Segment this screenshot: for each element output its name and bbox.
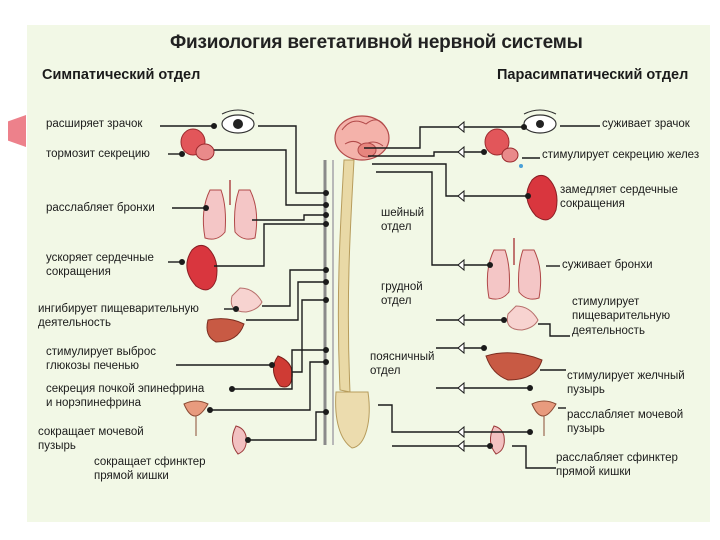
label-line: сокращения <box>560 198 625 211</box>
label-line: стимулирует желчный <box>567 370 685 382</box>
right-heart-icon <box>526 174 558 221</box>
left-bladder-icon <box>183 400 209 436</box>
sympathetic-label: ускоряет сердечные сокращения <box>46 251 154 280</box>
right-bladder-icon <box>531 400 557 436</box>
label-line: стимулирует <box>572 296 640 308</box>
label-line: отдел <box>370 365 401 378</box>
label-line: замедляет сердечные <box>560 184 678 196</box>
spinal-region-label: шейный отдел <box>381 206 424 235</box>
left-liver-icon <box>206 318 245 343</box>
parasympathetic-label: замедляет сердечные сокращения <box>560 183 678 212</box>
page-title: Физиология вегетативной нервной системы <box>170 32 583 53</box>
sympathetic-header: Симпатический отдел <box>42 67 201 83</box>
label-line: стимулирует выброс <box>46 346 156 358</box>
label-line: расслабляет сфинктер <box>556 452 678 464</box>
right-liver-icon <box>485 352 543 381</box>
sympathetic-label: расширяет зрачок <box>46 118 143 130</box>
sympathetic-label: стимулирует выброс глюкозы печенью <box>46 345 156 374</box>
label-line: ингибирует пищеварительную <box>38 303 199 315</box>
ganglion-dots <box>179 123 533 449</box>
left-rectum-icon <box>232 425 247 455</box>
left-salivary-gland-icon <box>180 128 215 161</box>
label-line: и норэпинефрина <box>46 397 142 410</box>
slide-accent <box>8 115 26 147</box>
label-line: отдел <box>381 295 412 308</box>
label-line: отдел <box>381 221 412 234</box>
sympathetic-label: секреция почкой эпинефрина и норэпинефри… <box>46 382 204 411</box>
sympathetic-label: сокращает мочевой пузырь <box>38 425 144 454</box>
label-line: пузырь <box>567 384 605 397</box>
parasympathetic-label: расслабляет мочевой пузырь <box>567 408 683 437</box>
parasympathetic-label: стимулирует желчный пузырь <box>567 369 685 398</box>
label-line: сокращает сфинктер <box>94 456 206 468</box>
parasympathetic-label: суживает зрачок <box>602 118 690 130</box>
label-line: расслабляет мочевой <box>567 409 684 421</box>
label-line: пузырь <box>567 423 605 436</box>
label-line: прямой кишки <box>556 466 631 479</box>
right-rectum-icon <box>490 425 505 455</box>
spinal-region-label: поясничный отдел <box>370 350 434 379</box>
spinal-region-label: грудной отдел <box>381 280 423 309</box>
parasympathetic-label: стимулирует пищеварительную деятельность <box>572 295 670 338</box>
diagram-panel <box>27 25 710 522</box>
label-line: сокращает мочевой <box>38 426 144 438</box>
sympathetic-label: сокращает сфинктер прямой кишки <box>94 455 206 484</box>
label-line: шейный <box>381 207 425 219</box>
sympathetic-label: тормозит секрецию <box>46 148 150 160</box>
parasympathetic-label: расслабляет сфинктер прямой кишки <box>556 451 678 480</box>
label-line: пищеварительную <box>572 310 671 323</box>
brain-illustration <box>334 115 390 161</box>
parasympathetic-header: Парасимпатический отдел <box>497 67 689 83</box>
sympathetic-nerves <box>160 125 326 441</box>
label-line: деятельность <box>572 324 645 337</box>
label-line: ускоряет сердечные <box>46 252 154 264</box>
parasympathetic-label: суживает бронхи <box>562 259 653 271</box>
label-line: глюкозы печенью <box>46 360 140 373</box>
sympathetic-label: расслабляет бронхи <box>46 202 155 214</box>
right-lungs-icon <box>486 238 542 300</box>
label-line: деятельность <box>38 317 111 330</box>
label-line: прямой кишки <box>94 470 169 483</box>
label-line: поясничный <box>370 351 435 363</box>
right-salivary-gland-icon <box>484 128 523 168</box>
label-line: секреция почкой эпинефрина <box>46 383 205 395</box>
sympathetic-label: ингибирует пищеварительную деятельность <box>38 302 199 331</box>
left-heart-icon <box>186 244 218 291</box>
right-stomach-icon <box>506 305 539 331</box>
label-line: сокращения <box>46 266 111 279</box>
label-line: грудной <box>381 281 423 293</box>
left-lungs-icon <box>202 180 258 240</box>
parasympathetic-label: стимулирует секрецию желез <box>542 149 700 161</box>
left-kidney-icon <box>273 355 293 388</box>
right-eye-icon <box>523 109 557 134</box>
label-line: пузырь <box>38 440 76 453</box>
left-eye-icon <box>221 109 255 134</box>
spinal-cord <box>323 159 370 449</box>
ganglion-arrows <box>457 120 465 453</box>
